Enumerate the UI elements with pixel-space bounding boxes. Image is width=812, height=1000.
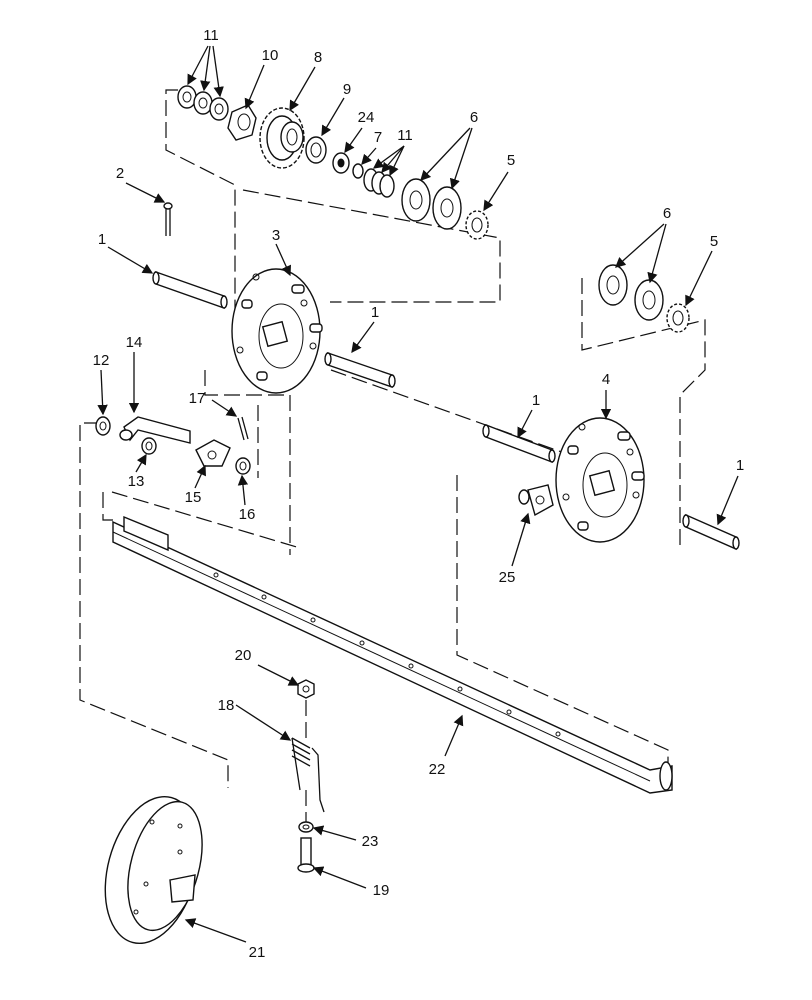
cam-part-10 (227, 104, 257, 141)
callout-6-upper: 6 (470, 109, 478, 126)
cotter-pin-2 (163, 202, 173, 236)
callout-10: 10 (262, 47, 279, 64)
collar-7 (352, 163, 364, 179)
bushing-9 (305, 136, 327, 164)
nut-20 (297, 679, 315, 699)
sprocket-8 (259, 107, 305, 169)
plate-4 (555, 417, 645, 543)
callout-24: 24 (358, 109, 375, 126)
callout-3: 3 (272, 227, 280, 244)
disc-21 (104, 795, 203, 945)
bolt-19 (297, 837, 315, 873)
callout-22: 22 (429, 761, 446, 778)
pin-1-right-lower (682, 513, 740, 551)
callout-13: 13 (128, 473, 145, 490)
callout-17: 17 (189, 390, 206, 407)
spring-18 (291, 737, 325, 813)
callout-20: 20 (235, 647, 252, 664)
plate-3 (231, 268, 323, 394)
cotter-pin-17 (237, 416, 249, 441)
callout-14: 14 (126, 334, 143, 351)
callout-25: 25 (499, 569, 516, 586)
callout-1-right-lower: 1 (736, 457, 744, 474)
callout-11-lower: 11 (397, 127, 413, 144)
washer-set-11-upper (177, 85, 229, 121)
bolt-16 (235, 457, 251, 475)
nut-13 (141, 437, 157, 455)
callout-15: 15 (185, 489, 202, 506)
bearing-5-right (666, 303, 690, 333)
callout-labels: 11 10 8 9 24 7 11 6 5 2 1 3 1 6 5 14 12 … (93, 27, 745, 961)
callout-21: 21 (249, 944, 266, 961)
bracket-15 (195, 439, 231, 467)
assembly-guide-lines (79, 89, 706, 825)
bar-22 (112, 515, 673, 794)
callout-12: 12 (93, 352, 110, 369)
callout-5-right: 5 (710, 233, 718, 250)
callout-2: 2 (116, 165, 124, 182)
callout-5-upper: 5 (507, 152, 515, 169)
callout-18: 18 (218, 697, 235, 714)
callout-4: 4 (602, 371, 610, 388)
leader-lines (97, 45, 739, 943)
callout-11-upper: 11 (203, 27, 219, 44)
callout-1-upper-left: 1 (98, 231, 106, 248)
washer-23 (298, 821, 314, 833)
bearing-5-upper (465, 210, 489, 240)
callout-16: 16 (239, 506, 256, 523)
spacer-25 (518, 484, 554, 517)
callout-1-right-mid: 1 (532, 392, 540, 409)
flange-set-6-right (598, 264, 664, 321)
flange-set-6-upper (401, 178, 462, 230)
callout-8: 8 (314, 49, 322, 66)
callout-9: 9 (343, 81, 351, 98)
lever-14 (119, 416, 191, 444)
callout-7: 7 (374, 129, 382, 146)
callout-19: 19 (373, 882, 390, 899)
callout-6-right: 6 (663, 205, 671, 222)
pin-1-center (324, 352, 396, 388)
nut-12 (95, 416, 111, 436)
callout-1-center: 1 (371, 304, 379, 321)
pin-1-right-mid (482, 423, 556, 464)
washer-set-11-lower (363, 168, 395, 198)
bearing-24 (332, 152, 350, 174)
pin-1-upper-left (152, 271, 228, 309)
callout-23: 23 (362, 833, 379, 850)
